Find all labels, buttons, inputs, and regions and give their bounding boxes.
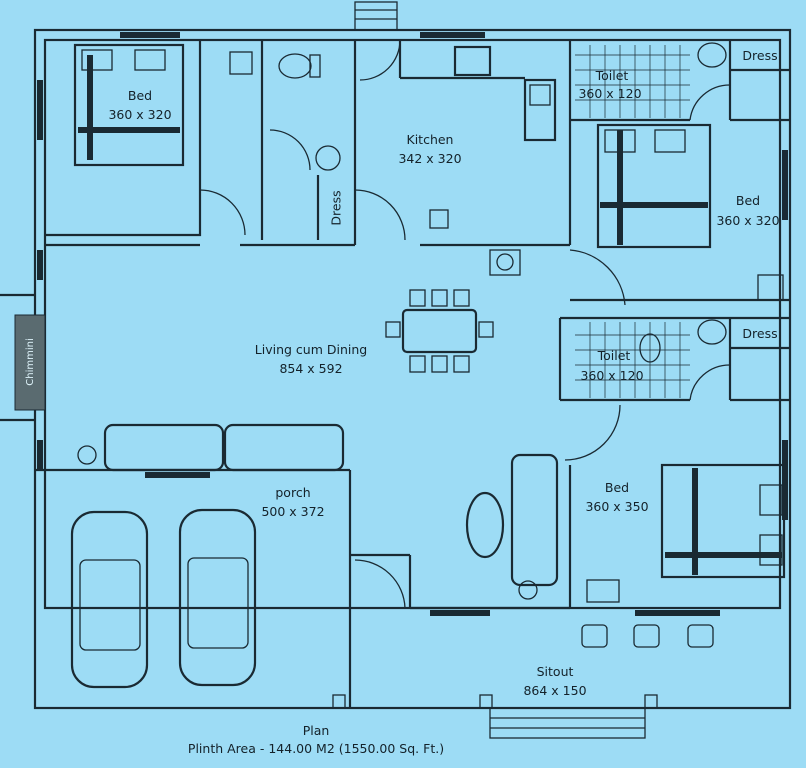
dress2-label: Dress — [742, 326, 777, 341]
cars — [70, 508, 257, 689]
bed2-name: Bed — [736, 193, 760, 208]
kitchen-name: Kitchen — [407, 132, 454, 147]
bed1-size: 360 x 320 — [108, 107, 171, 122]
fixtures — [229, 42, 784, 363]
living-name: Living cum Dining — [255, 342, 367, 357]
top-steps — [354, 1, 398, 31]
sitout-size: 864 x 150 — [523, 683, 586, 698]
living-size: 854 x 592 — [279, 361, 342, 376]
bed2-size: 360 x 320 — [716, 213, 779, 228]
dress3-label: Dress — [329, 190, 344, 225]
toilet2-name: Toilet — [597, 348, 631, 363]
tile-grid — [575, 45, 690, 398]
kitchen-size: 342 x 320 — [398, 151, 461, 166]
toilet1-size: 360 x 120 — [578, 86, 641, 101]
dining-table — [385, 289, 494, 373]
bed3-size: 360 x 350 — [585, 499, 648, 514]
bottom-steps — [332, 694, 658, 739]
toilet1-name: Toilet — [595, 68, 629, 83]
bed1-name: Bed — [128, 88, 152, 103]
porch-name: porch — [275, 485, 310, 500]
plinth-area: Plinth Area - 144.00 M2 (1550.00 Sq. Ft.… — [188, 741, 444, 756]
chimney: Chimmini — [14, 314, 46, 411]
sitout-name: Sitout — [537, 664, 574, 679]
doors — [199, 39, 731, 609]
bed-furniture — [73, 43, 786, 579]
toilet2-size: 360 x 120 — [580, 368, 643, 383]
room-labels: Bed 360 x 320 Kitchen 342 x 320 Toilet 3… — [108, 48, 779, 756]
dress1-label: Dress — [742, 48, 777, 63]
plan-title: Plan — [303, 723, 330, 738]
chimney-label: Chimmini — [25, 338, 36, 385]
porch-size: 500 x 372 — [261, 504, 324, 519]
bed3-name: Bed — [605, 480, 629, 495]
sofas — [77, 423, 714, 648]
